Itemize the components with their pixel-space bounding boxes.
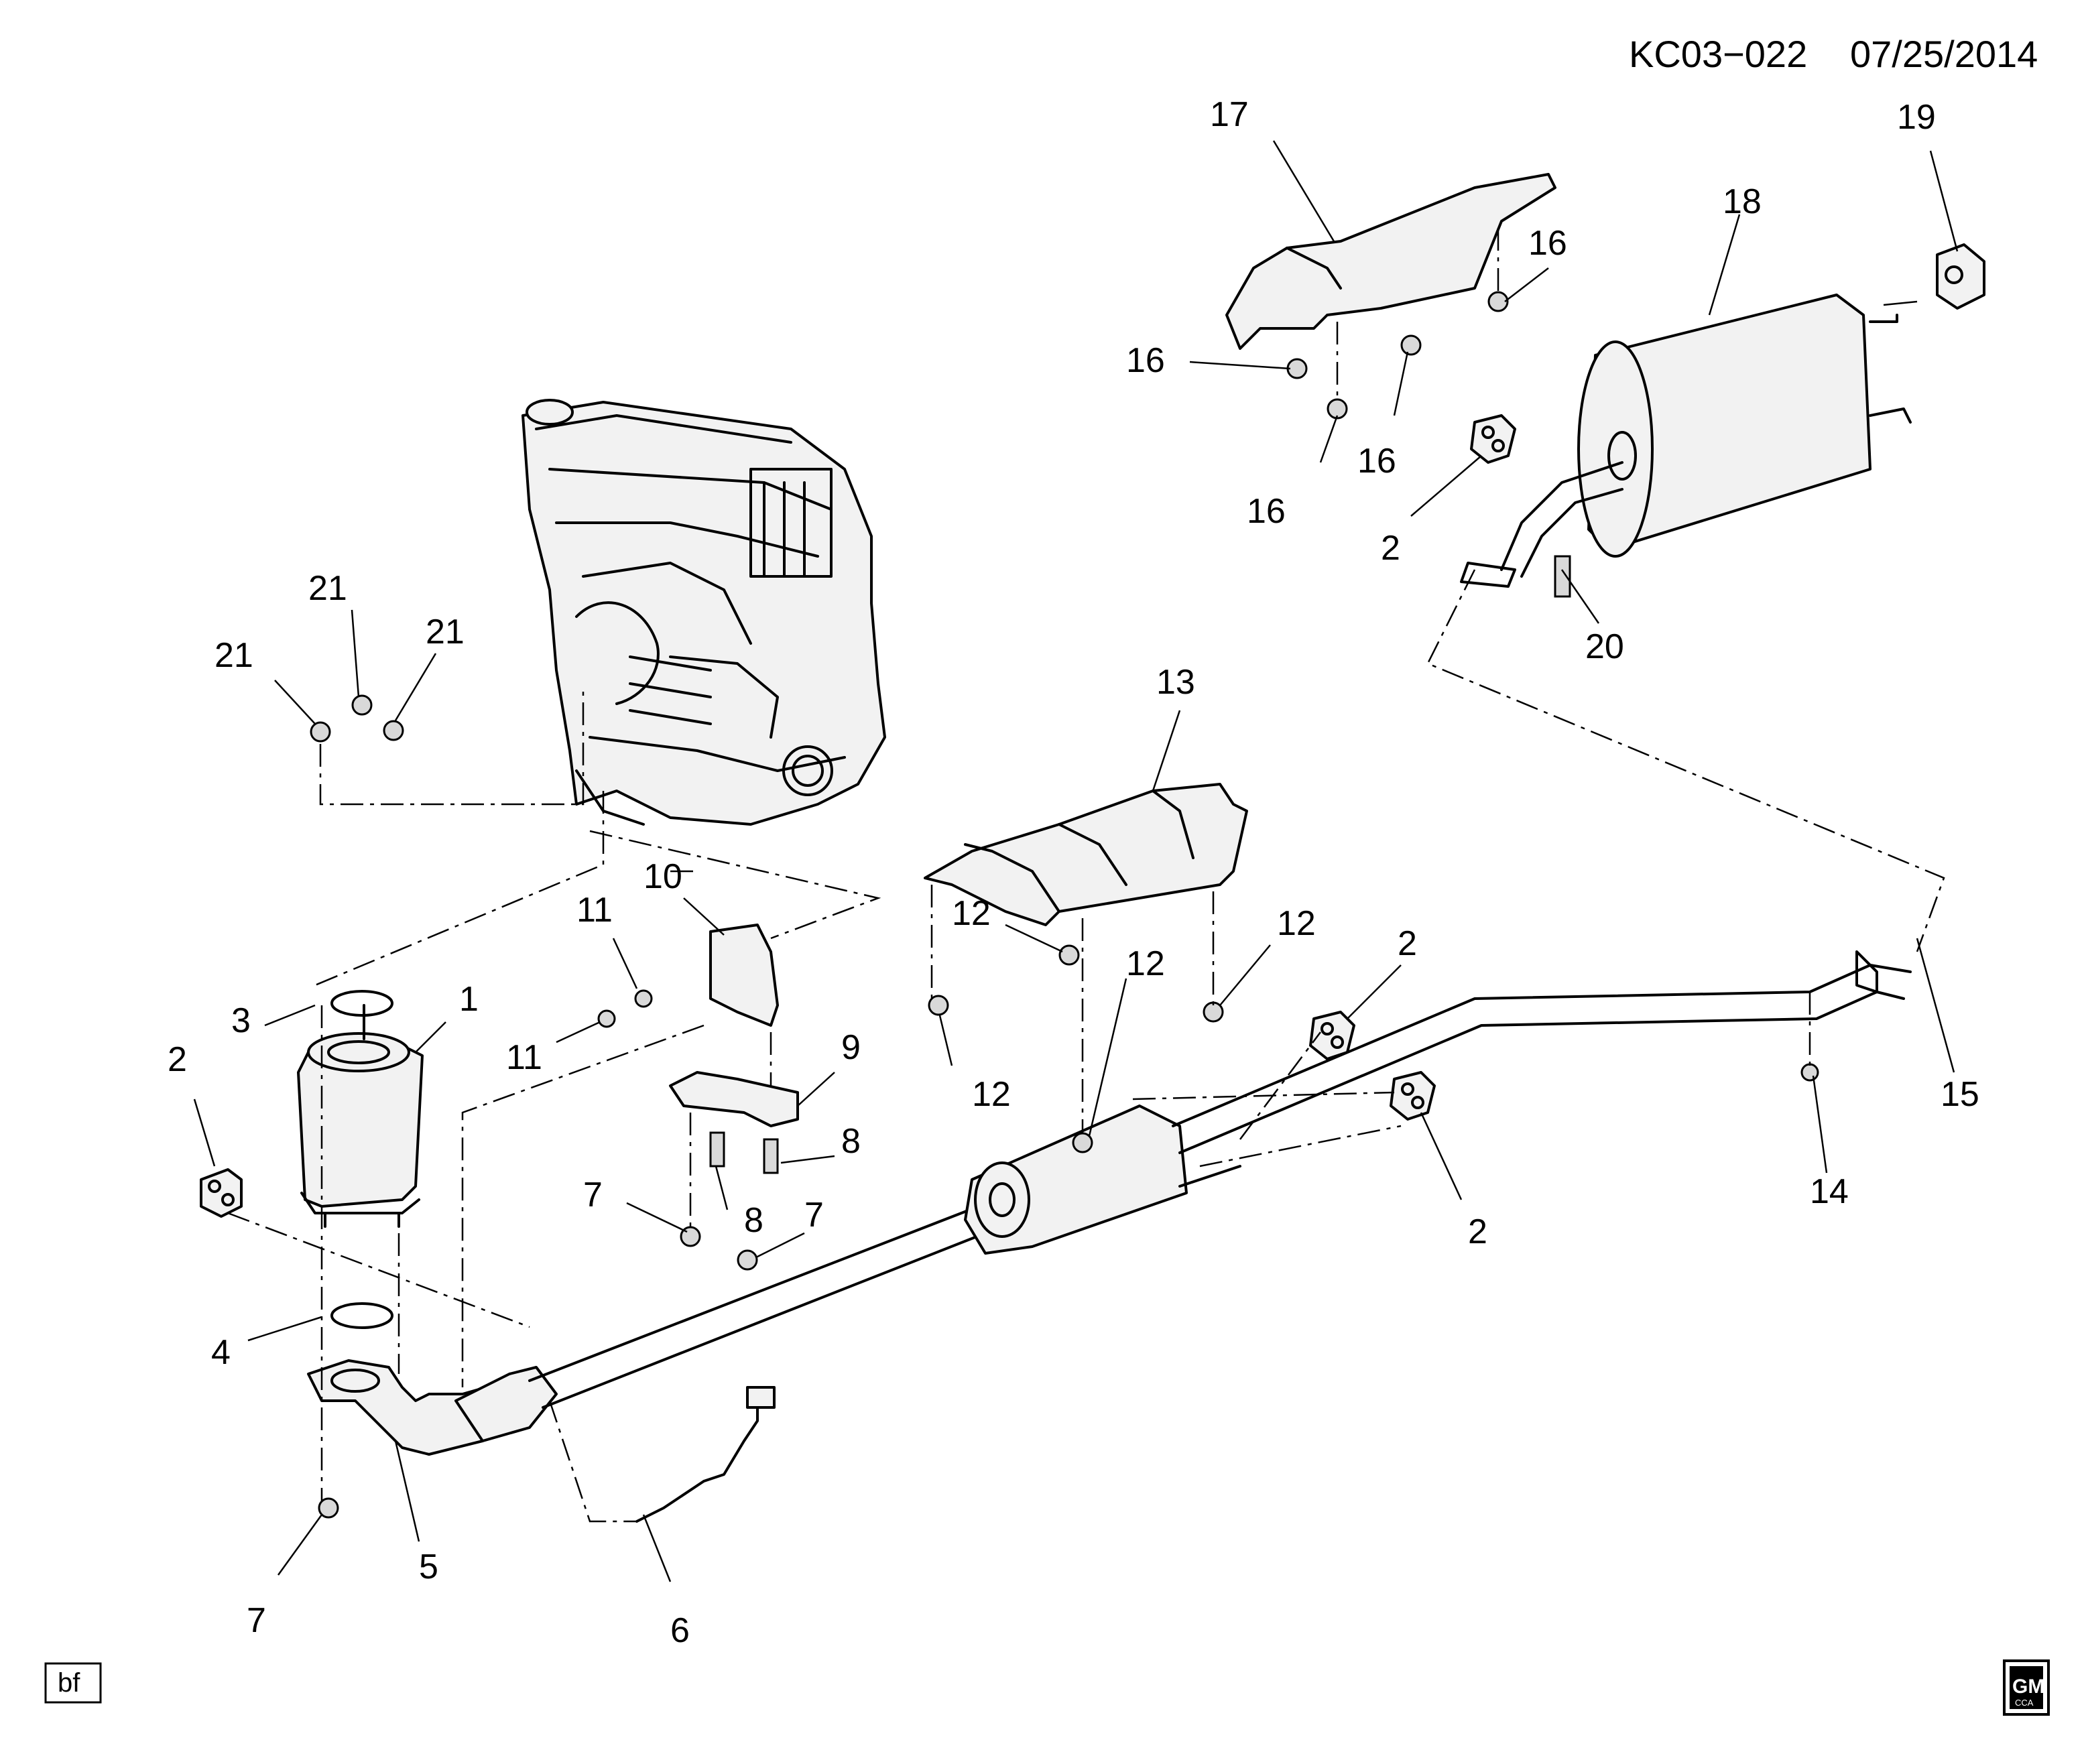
callout-14: 14 (1810, 1172, 1849, 1211)
diagram-date: 07/25/2014 (1850, 33, 2038, 75)
callout-13: 13 (1156, 663, 1195, 702)
catalytic-converter (297, 1004, 424, 1228)
callout-8: 8 (744, 1201, 763, 1240)
hanger-2-mid (1309, 1011, 1355, 1060)
callout-21: 21 (426, 613, 465, 651)
callout-1: 1 (459, 980, 479, 1019)
callout-3: 3 (231, 1001, 251, 1040)
gasket-4 (330, 1302, 393, 1329)
callout-12: 12 (972, 1075, 1011, 1114)
bf-label: bf (58, 1668, 80, 1698)
callout-17: 17 (1210, 95, 1249, 134)
callout-8: 8 (841, 1122, 861, 1161)
oxygen-sensor (635, 1399, 759, 1523)
insulator-19 (1936, 243, 1985, 310)
callout-16: 16 (1126, 341, 1165, 380)
gm-logo-text: GM (2012, 1676, 2044, 1698)
callout-16: 16 (1247, 492, 1286, 531)
gasket-3 (330, 990, 393, 1017)
callout-21: 21 (308, 569, 347, 608)
assembly-lines (227, 228, 1945, 1523)
callout-2: 2 (1398, 924, 1417, 963)
callout-12: 12 (1277, 904, 1316, 943)
callout-6: 6 (670, 1611, 690, 1650)
hanger-2-right (1390, 1071, 1436, 1121)
callout-10: 10 (643, 857, 682, 896)
callout-11: 11 (506, 1038, 542, 1077)
callout-7: 7 (247, 1601, 266, 1640)
bracket-10 (709, 924, 779, 1027)
callout-12: 12 (952, 894, 991, 933)
callout-7: 7 (583, 1176, 603, 1214)
heat-shield-17 (1225, 173, 1556, 350)
rear-muffler (1460, 294, 1912, 588)
callout-9: 9 (841, 1028, 861, 1067)
heat-shield-13 (924, 783, 1248, 926)
callout-20: 20 (1585, 627, 1624, 666)
diagram-code: KC03−022 (1629, 33, 1807, 75)
callout-2: 2 (1381, 529, 1400, 568)
callout-labels: 1 2 2 2 2 3 4 5 6 7 7 7 8 8 9 10 11 11 1… (168, 95, 1979, 1650)
gm-logo: GM CCA (2003, 1659, 2050, 1716)
front-pipe (307, 1359, 558, 1456)
callout-2: 2 (1468, 1212, 1487, 1251)
callout-18: 18 (1723, 182, 1762, 221)
intermediate-pipe (528, 950, 1912, 1409)
bracket-9 (669, 1071, 799, 1127)
callout-5: 5 (419, 1548, 438, 1586)
callout-12: 12 (1126, 944, 1165, 983)
callout-4: 4 (211, 1333, 231, 1372)
callout-2: 2 (168, 1040, 187, 1079)
callout-19: 19 (1897, 98, 1936, 137)
callout-7: 7 (804, 1196, 824, 1235)
hanger-2-rear (1470, 414, 1516, 464)
callout-11: 11 (576, 891, 613, 930)
engine-block (522, 399, 886, 826)
bf-box: bf (44, 1662, 102, 1704)
callout-16: 16 (1357, 442, 1396, 481)
callout-21: 21 (214, 636, 253, 675)
callout-15: 15 (1941, 1075, 1979, 1114)
hanger-2-left (200, 1168, 243, 1218)
sensor-connector (746, 1386, 776, 1409)
gm-logo-subtext: CCA (2015, 1698, 2034, 1708)
callout-16: 16 (1528, 224, 1567, 263)
leader-lines (193, 140, 1959, 1582)
